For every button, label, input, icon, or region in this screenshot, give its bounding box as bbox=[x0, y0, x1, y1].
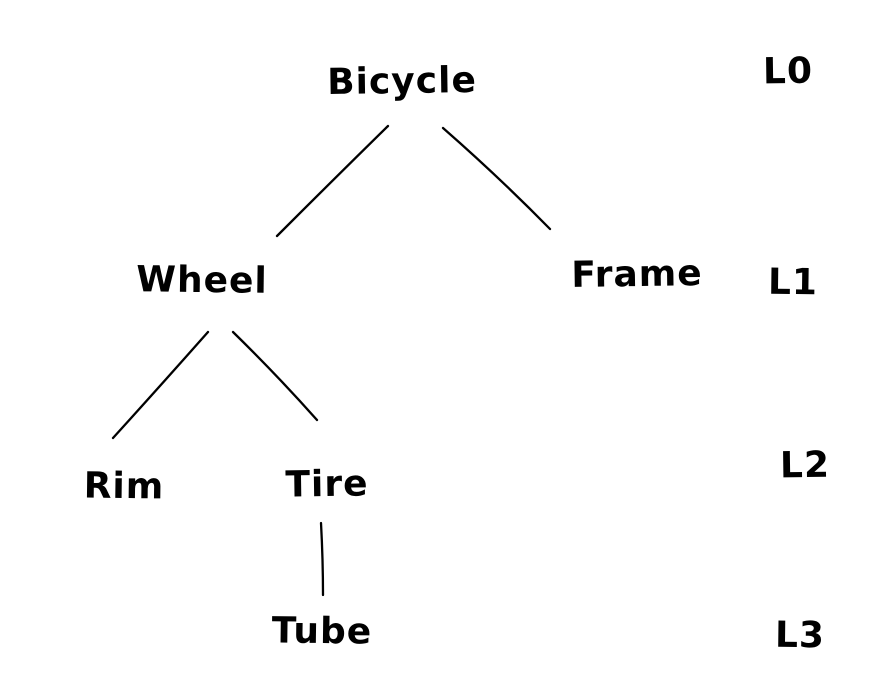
node-tube: Tube bbox=[271, 610, 373, 653]
node-wheel: Wheel bbox=[136, 259, 269, 302]
level-label-l0: L0 bbox=[762, 50, 814, 93]
node-rim: Rim bbox=[83, 465, 165, 508]
level-label-l1: L1 bbox=[767, 261, 819, 304]
level-label-l3: L3 bbox=[774, 614, 826, 657]
node-frame: Frame bbox=[571, 253, 703, 296]
level-label-l2: L2 bbox=[779, 444, 831, 487]
edge-wheel-tire bbox=[231, 330, 319, 422]
edge-bicycle-frame bbox=[441, 126, 552, 231]
node-tire: Tire bbox=[285, 463, 369, 506]
node-bicycle: Bicycle bbox=[326, 59, 478, 104]
edge-tire-tube bbox=[319, 521, 325, 597]
edge-wheel-rim bbox=[111, 330, 210, 440]
edge-bicycle-wheel bbox=[275, 124, 390, 238]
